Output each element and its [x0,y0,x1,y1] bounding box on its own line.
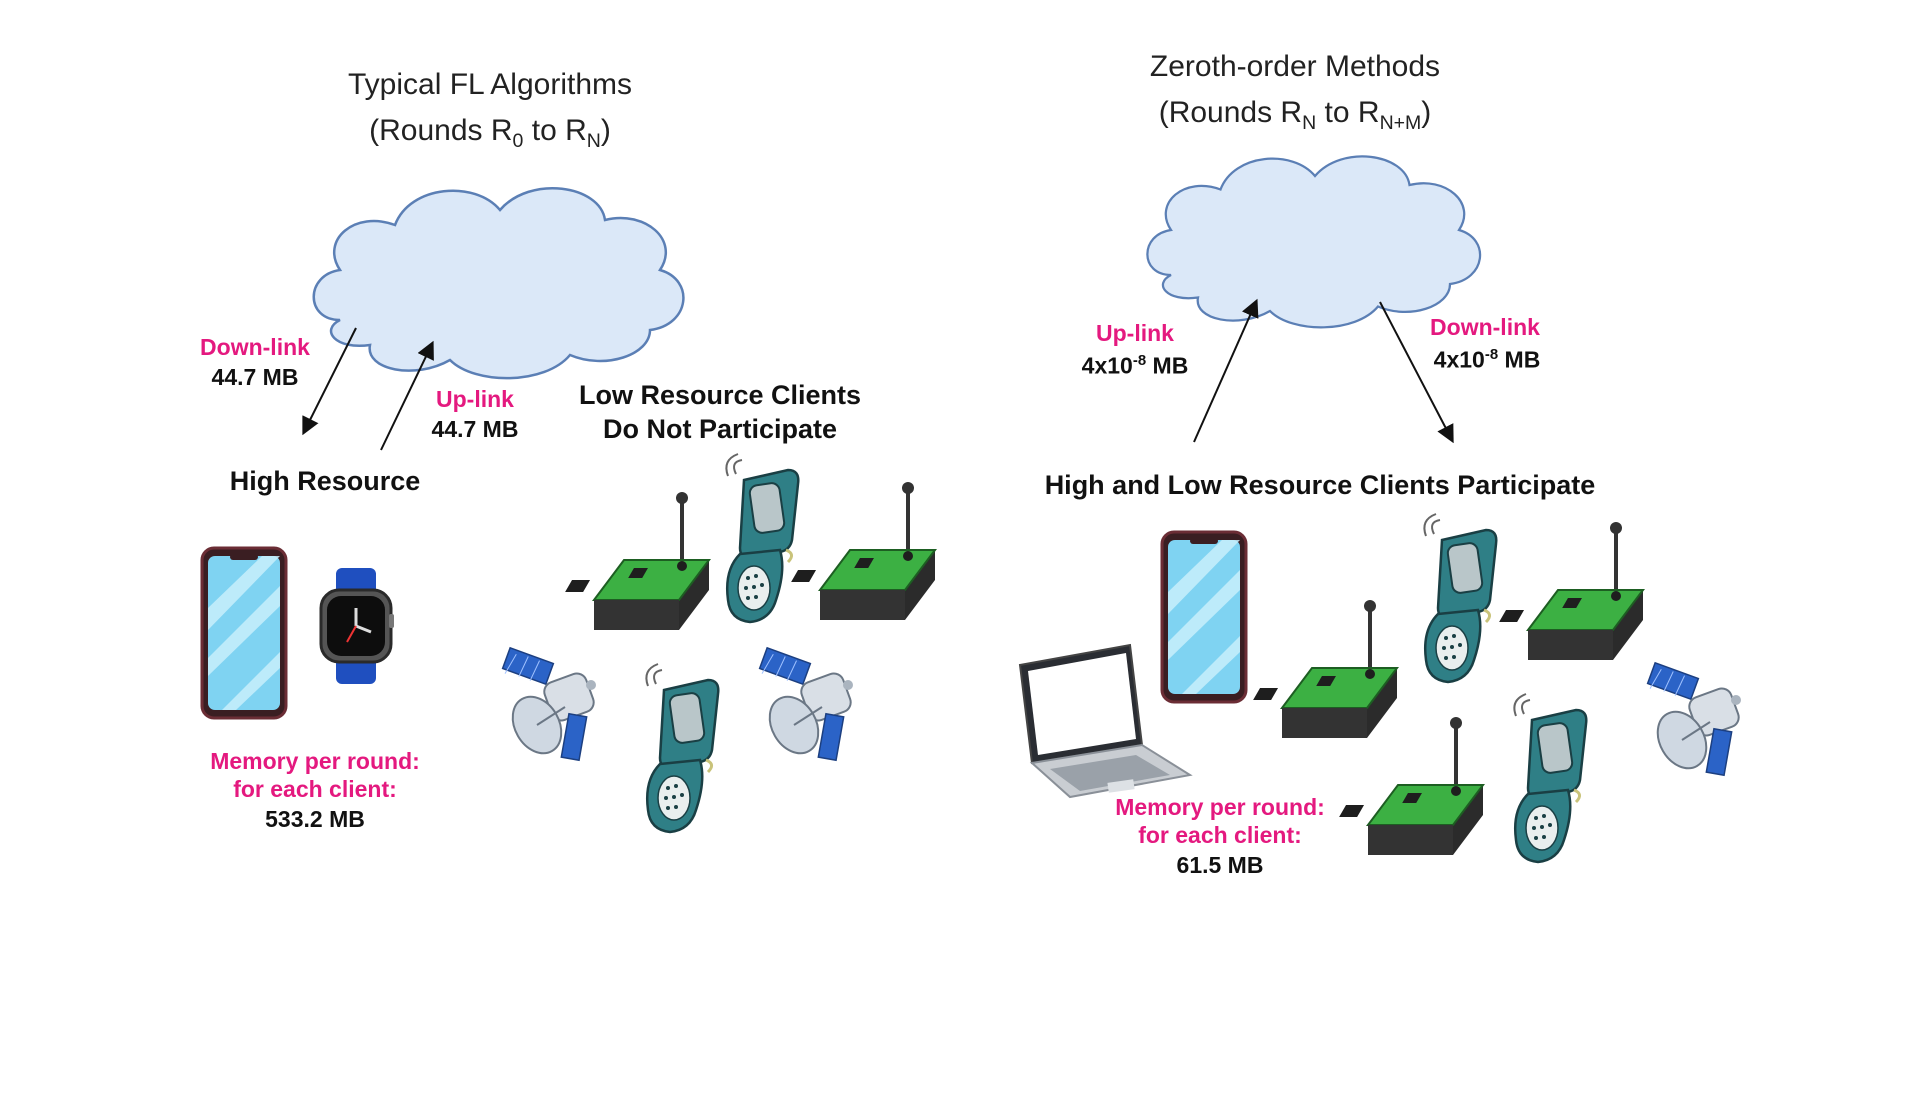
right-uplink-label: Up-link [1096,320,1174,346]
satellite-icon [501,646,598,763]
iot-board-icon [1251,598,1399,740]
participate-label: High and Low Resource Clients Participat… [1044,470,1596,500]
right-title: Zeroth-order Methods [1149,50,1441,83]
right-downlink-label: Down-link [1430,314,1540,340]
right-memory-line1: Memory per round: [1115,794,1325,820]
left-rounds-mid: to R [523,114,587,147]
left-downlink-arrow [302,327,357,436]
left-downlink-value: 44.7 MB [211,364,299,390]
right-rounds-sub-start: N [1302,112,1317,134]
right-rounds-sub-end: N+M [1379,112,1422,134]
iot-board-icon [789,480,937,622]
left-cloud [312,186,685,380]
right-downlink-arrow [1379,301,1454,444]
smartwatch-icon [319,566,396,686]
flip-phone-icon [1422,512,1498,684]
iot-board-icon [1497,520,1645,662]
left-rounds-suffix: ) [600,114,611,147]
flip-phone-icon [1512,692,1588,864]
left-uplink-label: Up-link [436,386,514,412]
right-rounds-suffix: ) [1421,96,1432,129]
left-title: Typical FL Algorithms [348,68,632,101]
flip-phone-icon [724,452,800,624]
right-uplink-value-suffix: MB [1146,352,1189,379]
right-memory-line2: for each client: [1138,822,1302,848]
left-title-rounds: (Rounds R0 to RN) [340,114,640,153]
right-uplink-value-prefix: 4x10 [1081,352,1133,379]
right-downlink-value-prefix: 4x10 [1433,346,1485,373]
high-resource-label: High Resource [229,466,421,496]
right-rounds-prefix: (Rounds R [1158,96,1303,129]
iot-board-icon [563,490,711,632]
left-downlink-label: Down-link [200,334,310,360]
left-uplink-arrow [380,340,434,451]
right-downlink-value-exp: -8 [1484,346,1499,363]
smartphone-icon [200,546,288,720]
right-cloud [1146,155,1482,329]
right-uplink-value: 4x10-8 MB [1060,352,1210,380]
left-rounds-sub-start: 0 [512,130,524,152]
left-memory-line1: Memory per round: [210,748,420,774]
right-uplink-value-exp: -8 [1132,352,1147,369]
left-uplink-value: 44.7 MB [431,416,519,442]
right-uplink-arrow [1193,298,1259,443]
right-title-rounds: (Rounds RN to RN+M) [1130,96,1460,135]
satellite-icon [1646,661,1743,778]
smartphone-icon [1160,530,1248,704]
right-downlink-value: 4x10-8 MB [1412,346,1562,374]
left-rounds-sub-end: N [586,130,601,152]
satellite-icon [758,646,855,763]
flip-phone-icon [644,662,720,834]
left-memory-line2: for each client: [233,776,397,802]
left-rounds-prefix: (Rounds R [369,114,513,147]
low-resource-label-line2: Do Not Participate [602,414,838,444]
low-resource-label-line1: Low Resource Clients [578,380,862,410]
right-memory-value: 61.5 MB [1176,852,1264,878]
right-rounds-mid: to R [1316,96,1380,129]
right-downlink-value-suffix: MB [1498,346,1541,373]
left-memory-value: 533.2 MB [265,806,365,832]
